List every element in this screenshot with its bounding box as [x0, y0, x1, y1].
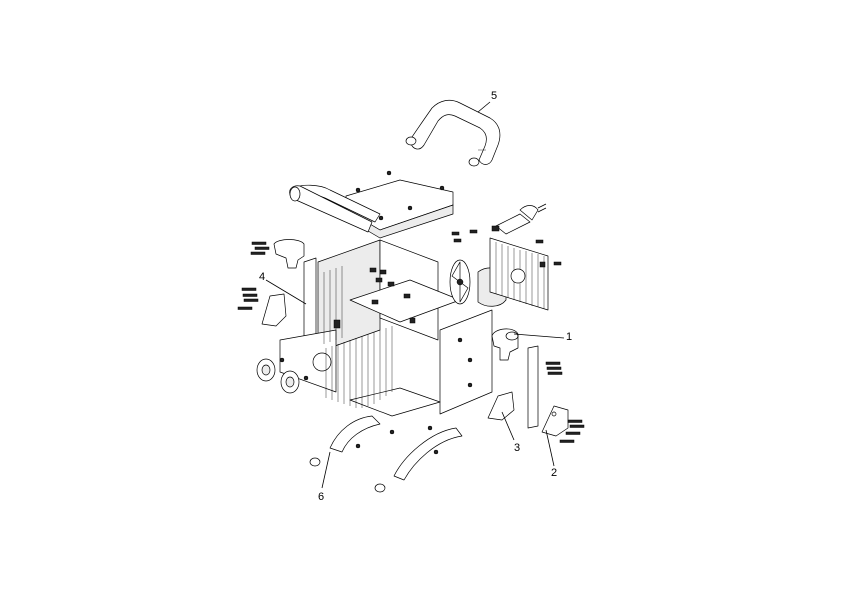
power-plug-part	[491, 203, 547, 235]
base-runners-part	[309, 415, 463, 493]
side-bracket-part	[541, 405, 585, 443]
foot-bracket-part	[487, 391, 515, 421]
cabinet-frame-part	[279, 239, 493, 417]
rear-grille-part	[451, 229, 562, 311]
left-upright-part	[237, 239, 317, 343]
carry-handle-part	[405, 99, 501, 167]
callout-5: 5	[491, 90, 497, 102]
control-knobs-part	[256, 357, 309, 394]
top-cover-part	[289, 170, 454, 239]
callout-3: 3	[514, 442, 520, 454]
callout-leaders	[265, 101, 565, 489]
callout-1: 1	[566, 331, 572, 343]
callout-6: 6	[318, 491, 324, 503]
callout-4: 4	[259, 271, 265, 283]
callout-2: 2	[551, 467, 557, 479]
right-handle-mount-part	[491, 328, 563, 429]
